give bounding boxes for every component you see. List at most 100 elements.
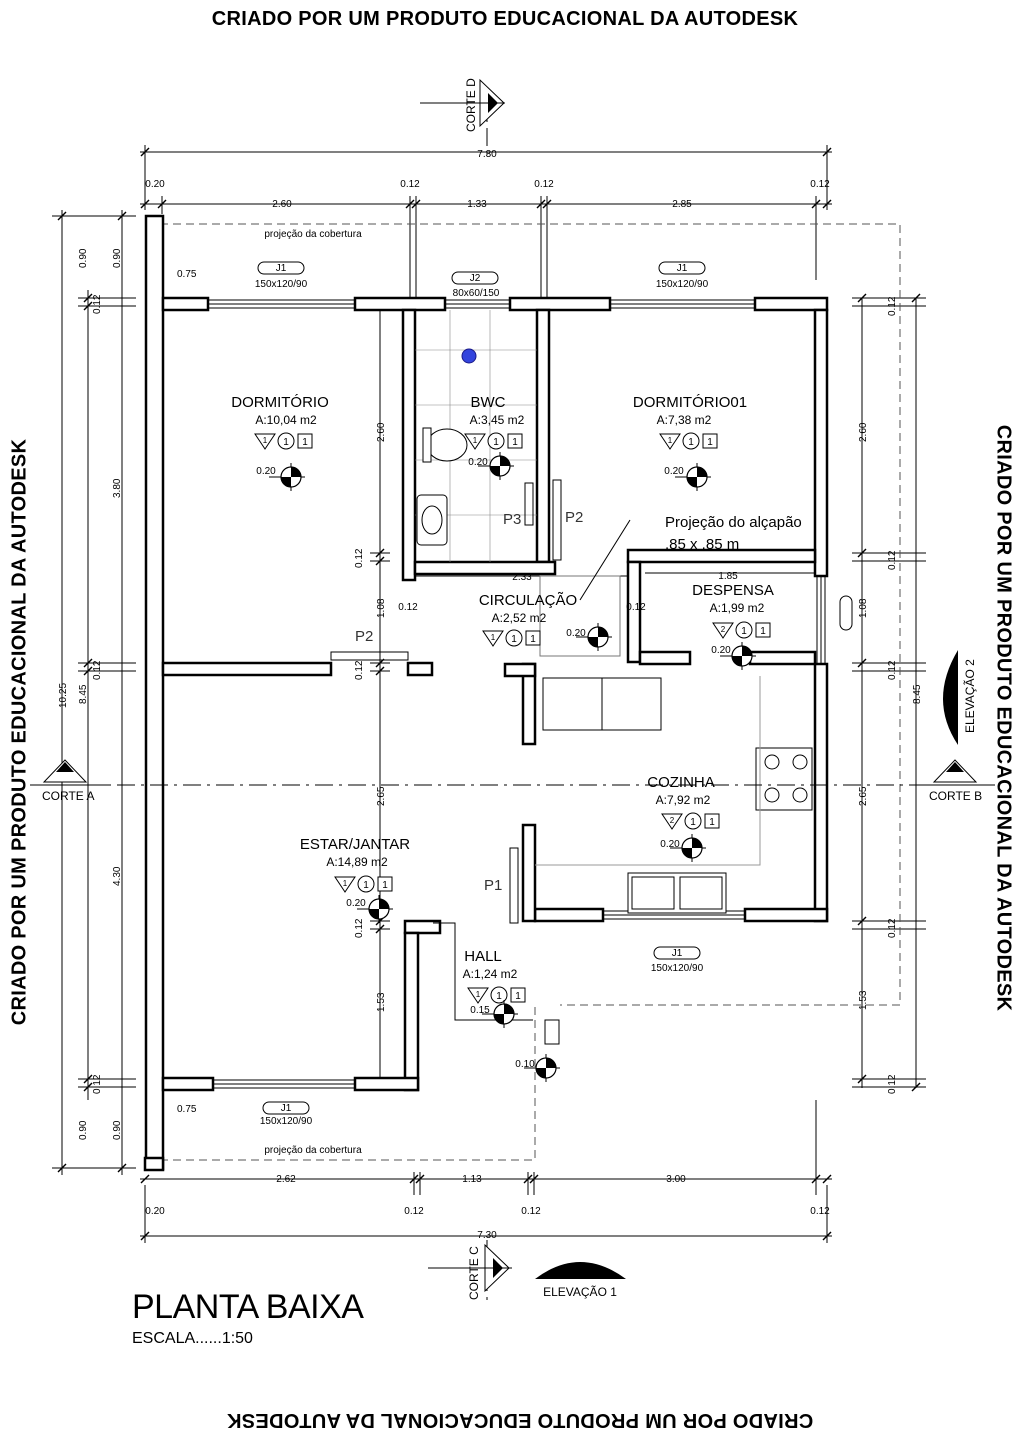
dim-top-b: 1.33: [467, 199, 487, 210]
room-despensa: DESPENSA A:1,99 m2 0.20: [692, 582, 774, 656]
plan-scale: ESCALA......1:50: [132, 1330, 253, 1347]
marker-square-text: 1: [512, 437, 518, 448]
window-tag-j2: J2: [470, 273, 481, 284]
marker-circle-text: 1: [690, 817, 696, 828]
marker-square-icon: [510, 987, 526, 1003]
room-bwc: BWC A:3,45 m2 0.20: [468, 394, 524, 468]
level-target-icon: [478, 452, 514, 480]
marker-triangle-icon: [712, 622, 734, 639]
alcapao-size: .85 x .85 m: [665, 536, 739, 553]
window-tag-j1: J1: [276, 263, 287, 274]
corte-a-label: CORTE A: [42, 789, 94, 803]
kitchen-fixtures: [542, 677, 813, 1045]
room-hall: HALL A:1,24 m2 0.15: [463, 948, 518, 1016]
dim-eave: 0.75: [177, 269, 197, 280]
dim-vertical: 0.12: [354, 660, 365, 680]
window-size: 150x120/90: [260, 1116, 313, 1127]
marker-triangle-icon: [334, 876, 356, 893]
plan-title: PLANTA BAIXA: [132, 1288, 364, 1326]
elevacao-1-label: ELEVAÇÃO 1: [543, 1285, 617, 1299]
kitchen-counter: [535, 676, 761, 866]
marker-square-icon: [755, 622, 771, 638]
dim-vertical: 2.65: [376, 786, 387, 806]
marker-triangle-icon: [661, 813, 683, 830]
marker-triangle-text: 1: [343, 879, 348, 888]
marker-square-icon: [297, 433, 313, 449]
marker-triangle-icon: [659, 433, 681, 450]
dim-eave: 0.75: [177, 1104, 197, 1115]
room-circulacao: CIRCULAÇÃO A:2,52 m2 0.20: [479, 592, 586, 639]
marker-triangle-icon: [482, 630, 504, 647]
elevacao-2-symbol: [943, 650, 958, 745]
room-cozinha: COZINHA A:7,92 m2 0.20: [647, 774, 715, 850]
window-size: 80x60/150: [453, 288, 500, 299]
dim-vertical: 0.12: [92, 1074, 103, 1094]
dim-top-c: 2.85: [672, 199, 692, 210]
marker-circle-icon: [357, 875, 375, 893]
window-tags: [257, 261, 853, 1115]
marker-square-text: 1: [709, 817, 715, 828]
room-estar: ESTAR/JANTAR A:14,89 m2 0.20: [300, 836, 410, 909]
corte-d-label: CORTE D: [464, 78, 478, 132]
marker-circle-icon: [735, 621, 753, 639]
dim-vertical: 1.53: [376, 992, 387, 1012]
marker-circle-text: 1: [688, 437, 694, 448]
dim-bot-b: 1.13: [462, 1174, 482, 1185]
cobertura-label: projeção da cobertura: [264, 1145, 362, 1156]
door-label-p2: P2: [355, 628, 373, 645]
dim-wall: 0.12: [398, 602, 418, 613]
dim-vertical: 1.53: [858, 990, 869, 1010]
marker-square-icon: [702, 433, 718, 449]
room-name: ESTAR/JANTAR: [300, 836, 410, 853]
room-name: DORMITÓRIO01: [633, 394, 747, 411]
dim-vertical: 0.12: [887, 918, 898, 938]
dim-wall: 0.12: [626, 602, 646, 613]
marker-triangle-text: 1: [491, 633, 496, 642]
bathroom-fixtures: [416, 427, 468, 546]
marker-square-text: 1: [707, 437, 713, 448]
dim-vertical: 0.90: [112, 1120, 123, 1140]
marker-circle-text: 1: [511, 634, 517, 645]
dim-vertical: 3.80: [112, 478, 123, 498]
marker-square-text: 1: [515, 991, 521, 1002]
dim-vertical: 0.12: [887, 660, 898, 680]
corte-b-symbol: [920, 759, 995, 786]
dim-wall: 0.12: [810, 179, 830, 190]
marker-triangle-text: 2: [670, 816, 675, 825]
marker-triangle-text: 1: [473, 436, 478, 445]
dim-vertical: 0.12: [887, 296, 898, 316]
room-area: A:3,45 m2: [470, 413, 525, 427]
room-area: A:1,99 m2: [710, 601, 765, 615]
room-level: 0.20: [346, 898, 366, 909]
dim-bot-a: 2.62: [276, 1174, 296, 1185]
door-label-p1: P1: [484, 877, 502, 894]
corte-d-symbol: [420, 78, 505, 128]
room-area: A:1,24 m2: [463, 967, 518, 981]
marker-circle-icon: [684, 812, 702, 830]
dim-wall: 0.12: [400, 179, 420, 190]
alcapao-outline: [539, 575, 621, 657]
marker-square-text: 1: [382, 880, 388, 891]
marker-triangle-icon: [254, 433, 276, 450]
dim-despensa: 1.85: [718, 571, 738, 582]
room-level: 0.20: [711, 645, 731, 656]
marker-square-text: 1: [760, 626, 766, 637]
room-area: A:7,92 m2: [656, 793, 711, 807]
room-level: 0.20: [256, 466, 276, 477]
level-target-icon: [482, 1000, 518, 1028]
corte-c-label: CORTE C: [467, 1246, 481, 1300]
dim-top-a: 2.60: [272, 199, 292, 210]
level-target-icon: [720, 642, 756, 670]
elevacao-1-symbol: [535, 1262, 626, 1279]
level-target-icon: [670, 834, 706, 862]
room-dormitorio: DORMITÓRIO A:10,04 m2 0.20: [231, 394, 329, 477]
room-level: 0.20: [468, 457, 488, 468]
room-level: 0.15: [470, 1005, 490, 1016]
marker-triangle-icon: [464, 433, 486, 450]
dim-vertical: 4.30: [112, 866, 123, 886]
